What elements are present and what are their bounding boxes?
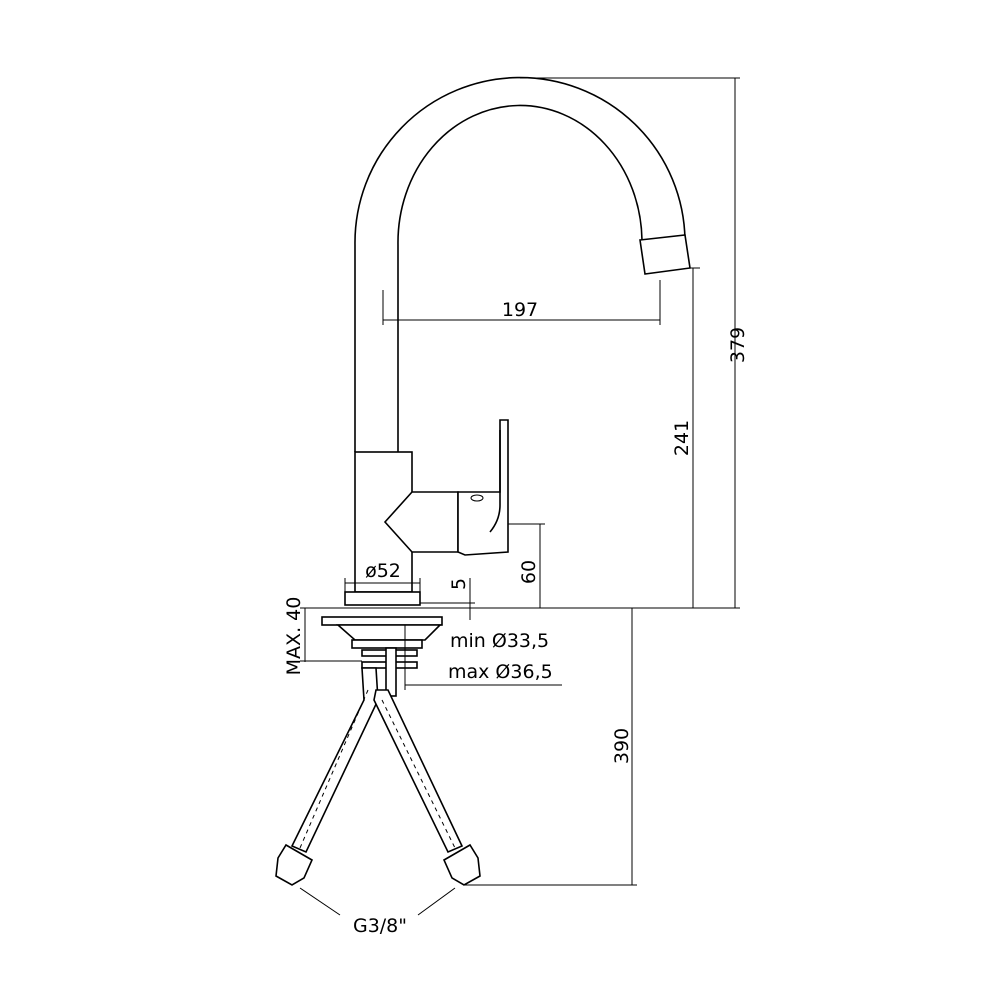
mounting-kit: [321, 616, 443, 697]
dim-hole-min: min Ø33,5: [450, 630, 549, 652]
aerator-nozzle: [639, 234, 691, 275]
faucet-body: [344, 419, 509, 606]
dimension-lines: [299, 77, 740, 916]
spout: [354, 76, 691, 452]
base-flange: [344, 591, 421, 606]
dim-connection: G3/8": [353, 915, 407, 937]
hose-nut-right: [442, 843, 481, 886]
hose-nut-left: [275, 843, 314, 886]
dim-spout-reach: 197: [502, 299, 538, 321]
dim-hole-max: max Ø36,5: [448, 661, 553, 683]
dim-max-deck: MAX. 40: [283, 597, 305, 676]
dim-hose-length: 390: [611, 728, 633, 764]
dim-total-height: 379: [727, 327, 749, 363]
dim-base-thickness: 5: [448, 578, 470, 590]
flexible-hoses: [275, 667, 481, 886]
dim-base-diameter: ø52: [365, 560, 401, 582]
dim-lever-height: 60: [518, 560, 540, 584]
dim-spout-height: 241: [671, 420, 693, 456]
